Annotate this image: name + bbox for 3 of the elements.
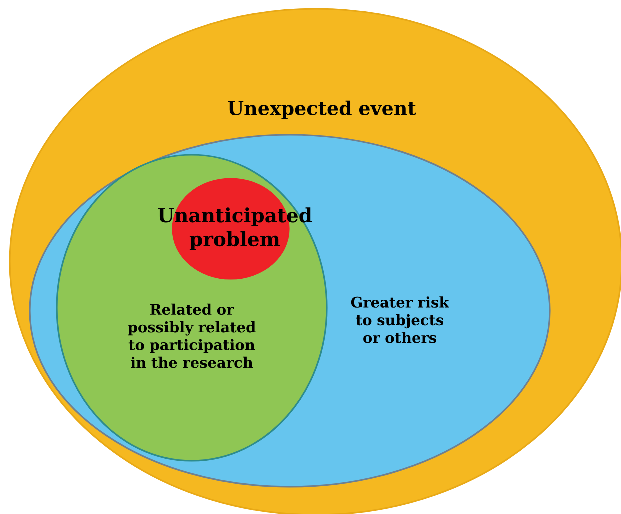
region-label: Greater risk to subjects or others — [351, 296, 450, 344]
region-label: Related or possibly related to participation in the research — [128, 304, 256, 368]
region-label: Unexpected event — [228, 100, 416, 120]
